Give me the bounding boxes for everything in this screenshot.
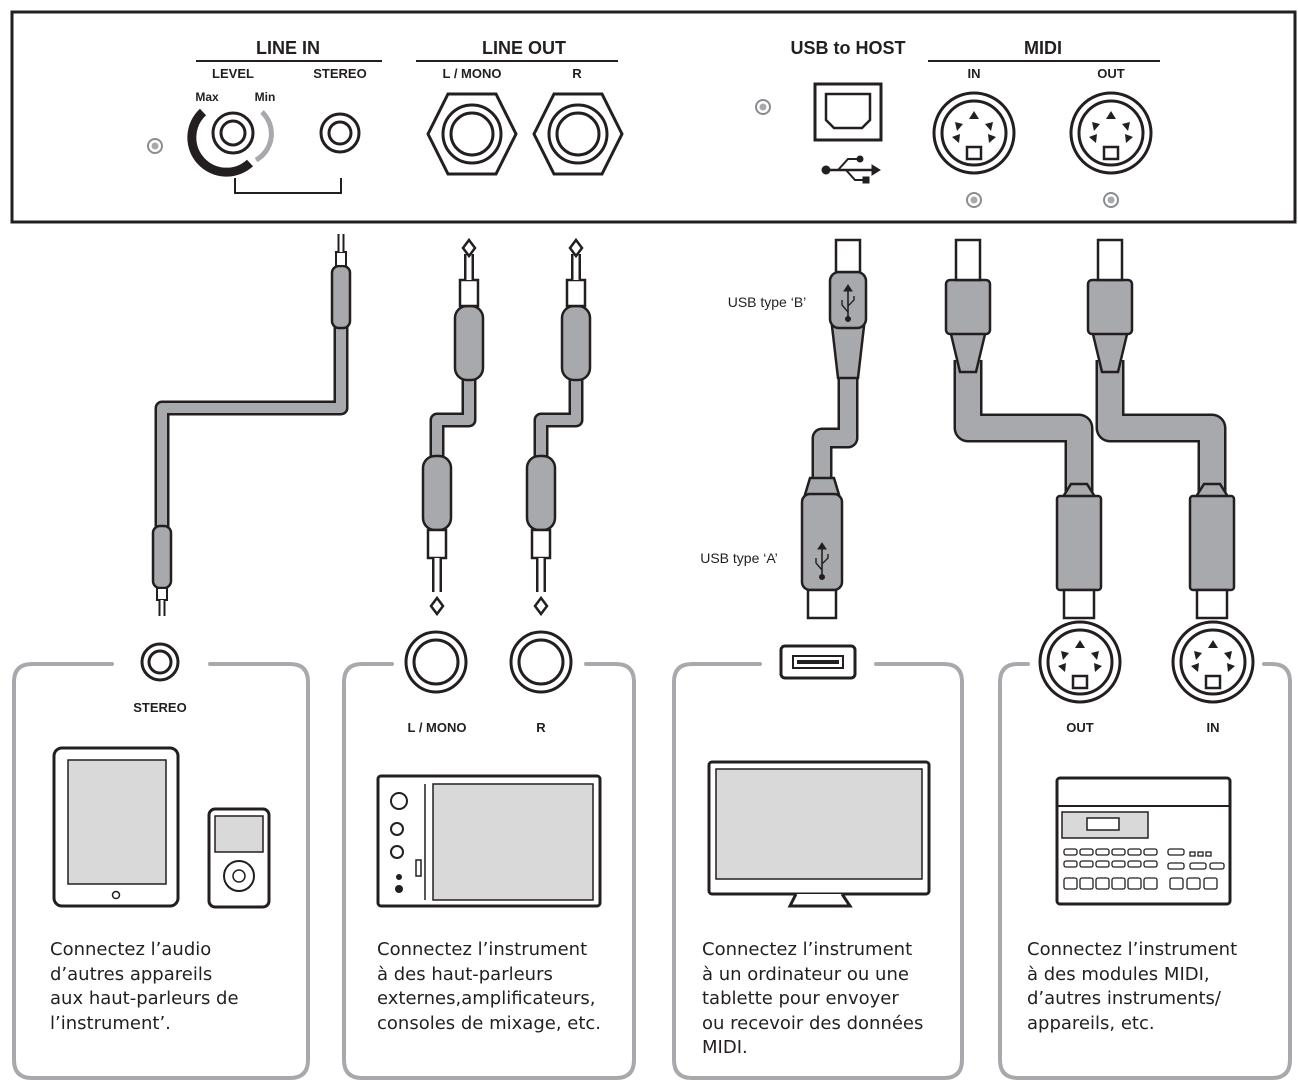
max-label: Max — [195, 90, 219, 104]
box-r-label: R — [536, 720, 546, 735]
box-midi-out-port-icon — [1038, 620, 1122, 704]
usb-symbol-icon — [815, 542, 829, 580]
box-frame-audio-in — [12, 662, 310, 1080]
screw-icon — [966, 192, 982, 208]
r-label: R — [572, 66, 582, 81]
usb-section: USB to HOST — [755, 38, 906, 184]
level-knob-icon — [187, 108, 274, 177]
line-out-section: LINE OUT L / MONO R — [416, 38, 624, 176]
line-in-section: LINE IN LEVEL STEREO Max Min — [147, 38, 382, 194]
box-midi-in-port-icon — [1171, 620, 1255, 704]
midi-cable-2 — [1086, 238, 1236, 620]
box-description-midi: Connectez l’instrument à des modules MID… — [1027, 939, 1238, 1034]
r-jack-icon — [532, 92, 624, 176]
midi-module-icon — [1055, 776, 1232, 906]
box-description-usb: Connectez l’instrument à un ordinateur o… — [702, 939, 924, 1058]
screw-icon — [147, 138, 163, 154]
stereo-jack-icon — [319, 112, 361, 154]
stereo-port-icon — [140, 642, 180, 682]
tablet-icon — [52, 746, 180, 908]
line-in-title: LINE IN — [256, 38, 320, 58]
l-mono-port-icon — [404, 630, 468, 694]
usb-symbol-icon — [821, 155, 881, 184]
box-description-line-out: Connectez l’instrument à des haut-parleu… — [377, 939, 602, 1034]
stereo-mini-cable — [151, 234, 352, 616]
usb-title: USB to HOST — [791, 38, 906, 58]
line-in-bracket — [234, 178, 342, 194]
box-frame-usb — [672, 662, 964, 1080]
min-label: Min — [255, 90, 276, 104]
usb-cable — [800, 238, 868, 620]
stereo-label: STEREO — [313, 66, 366, 81]
monitor-icon — [707, 760, 931, 908]
l-mono-label: L / MONO — [443, 66, 502, 81]
box-midi-in-label: IN — [1207, 720, 1220, 735]
usb-a-label: USB type ‘A’ — [700, 550, 778, 566]
usb-symbol-icon — [841, 284, 855, 322]
box-stereo-label: STEREO — [133, 700, 186, 715]
midi-cable-1 — [944, 238, 1103, 620]
midi-out-port-icon — [1069, 91, 1153, 175]
midi-out-label: OUT — [1097, 66, 1125, 81]
screw-icon — [755, 99, 771, 115]
l-mono-jack-icon — [426, 92, 518, 176]
r-cable — [525, 237, 592, 617]
box-frame-line-out — [342, 662, 636, 1080]
midi-section: MIDI IN OUT — [928, 38, 1160, 208]
usb-b-port-icon — [813, 82, 883, 142]
music-player-icon — [207, 807, 271, 909]
screw-icon — [1103, 192, 1119, 208]
box-midi-out-label: OUT — [1066, 720, 1094, 735]
mixer-icon — [376, 774, 602, 908]
r-port-icon — [509, 630, 573, 694]
line-out-title: LINE OUT — [482, 38, 566, 58]
box-description-audio-in: Connectez l’audio d’autres appareils aux… — [50, 939, 239, 1034]
midi-title: MIDI — [1024, 38, 1062, 58]
l-mono-cable — [421, 237, 485, 617]
usb-a-port-icon — [779, 644, 857, 680]
usb-b-label: USB type ‘B’ — [728, 294, 807, 310]
box-l-mono-label: L / MONO — [408, 720, 467, 735]
box-frame-midi — [998, 662, 1292, 1080]
midi-in-label: IN — [968, 66, 981, 81]
midi-in-port-icon — [932, 91, 1016, 175]
level-label: LEVEL — [212, 66, 254, 81]
